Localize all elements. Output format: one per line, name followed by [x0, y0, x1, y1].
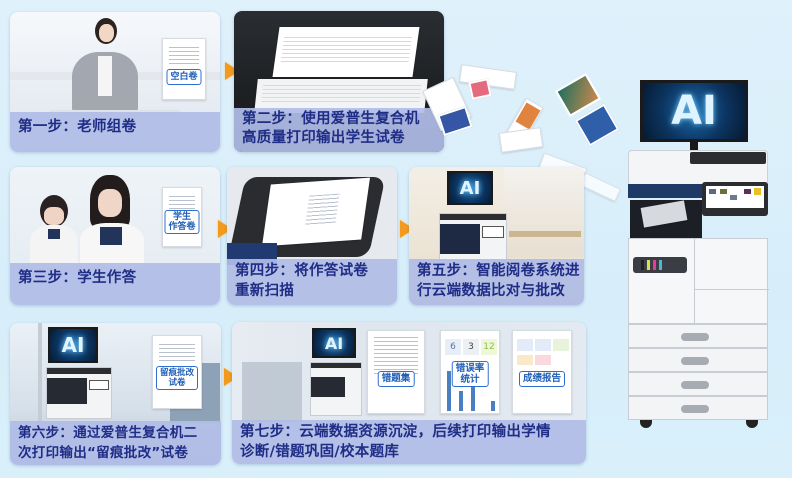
step-2-card: 第二步：使用爱普生复合机 高质量打印输出学生试卷 [234, 11, 444, 152]
touch-panel [702, 182, 768, 216]
paper-drawer-1 [628, 324, 768, 348]
step-3-caption: 第三步：学生作答 [10, 263, 220, 305]
paper-drawer-3 [628, 372, 768, 396]
step-2-caption: 第二步：使用爱普生复合机 高质量打印输出学生试卷 [234, 108, 444, 152]
report-tag-error-rate: 错误率 统计 [451, 361, 489, 387]
step-7-card: AI 错题集 6 3 12 错误率 统计 [232, 322, 586, 464]
report-error-rate: 6 3 12 错误率 统计 [440, 330, 500, 414]
marked-paper-sheet: 留痕批改 试卷 [152, 335, 202, 409]
ai-monitor-step6: AI [48, 327, 98, 363]
mfp-step7 [310, 362, 362, 416]
ink-indicator [633, 257, 687, 273]
paper-tag-marked: 留痕批改 试卷 [155, 366, 199, 390]
report-wrong-questions: 错题集 [367, 330, 425, 414]
student-answer-sheet: 学生 作答卷 [162, 187, 202, 247]
blank-paper-sheet: 空白卷 [162, 38, 206, 100]
printed-sheet-top [272, 27, 420, 77]
paper-drawer-2 [628, 348, 768, 372]
step-1-caption: 第一步：老师组卷 [10, 112, 220, 152]
paper-tag-blank: 空白卷 [166, 69, 202, 85]
step-5-card: AI 第五步：智能阅卷系统进 行云端数据比对与批改 [409, 167, 584, 305]
step-6-card: AI 留痕批改 试卷 第六步：通过爱普生复合机二 次打印输出“留痕批改”试卷 [10, 323, 221, 465]
hero-printer: AI [620, 80, 780, 460]
report-grade: 成绩报告 [512, 330, 572, 414]
ai-monitor-step5: AI [447, 171, 493, 205]
paper-drawer-4 [628, 396, 768, 420]
hero-ai-monitor: AI [640, 80, 748, 142]
mfp-step6 [46, 367, 112, 419]
scanned-sheet [261, 177, 371, 247]
mfp-step5 [439, 213, 507, 261]
step-4-card: 第四步：将作答试卷 重新扫描 [227, 167, 397, 305]
step-5-caption: 第五步：智能阅卷系统进 行云端数据比对与批改 [409, 259, 584, 305]
report-tag-wrong-questions: 错题集 [377, 371, 415, 387]
report-tag-grade: 成绩报告 [518, 371, 566, 387]
paper-tag-student: 学生 作答卷 [164, 210, 200, 234]
step-7-caption: 第七步：云端数据资源沉淀，后续打印输出学情 诊断/错题巩固/校本题库 [232, 420, 586, 464]
step-1-card: 空白卷 第一步：老师组卷 [10, 12, 220, 152]
step-3-card: 学生 作答卷 第三步：学生作答 [10, 167, 220, 305]
ai-monitor-step7: AI [312, 328, 356, 358]
step-6-caption: 第六步：通过爱普生复合机二 次打印输出“留痕批改”试卷 [10, 421, 221, 465]
printer-main-body [628, 238, 769, 324]
step-4-caption: 第四步：将作答试卷 重新扫描 [227, 259, 397, 305]
